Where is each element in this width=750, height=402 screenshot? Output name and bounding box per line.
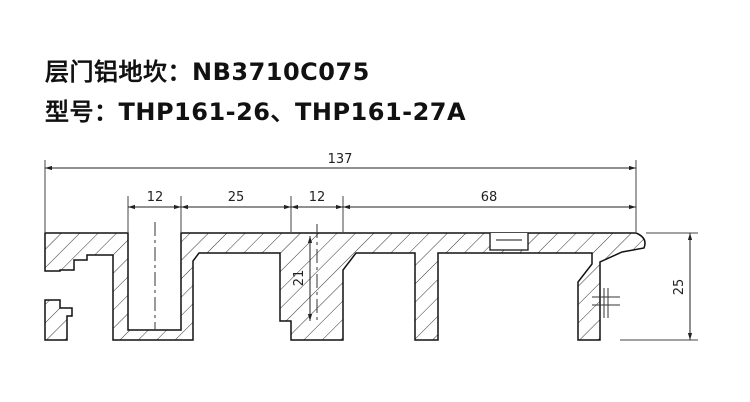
dim-a-label: 12 [147,190,164,205]
drawing-title: 层门铝地坎：NB3710C075 [45,58,370,86]
model-numbers: 型号：THP161-26、THP161-27A [45,98,467,126]
dim-groove-depth: 21 [292,270,307,287]
dim-c-label: 12 [309,190,326,205]
dim-d-label: 68 [481,190,498,205]
dim-overall-width: 137 [328,152,353,167]
dim-overall-height: 25 [672,279,687,296]
extension-lines [44,160,698,341]
top-slot [489,233,529,251]
dimension-lines [45,165,693,340]
dim-b-label: 25 [228,190,245,205]
sill-profile-section [44,232,646,341]
